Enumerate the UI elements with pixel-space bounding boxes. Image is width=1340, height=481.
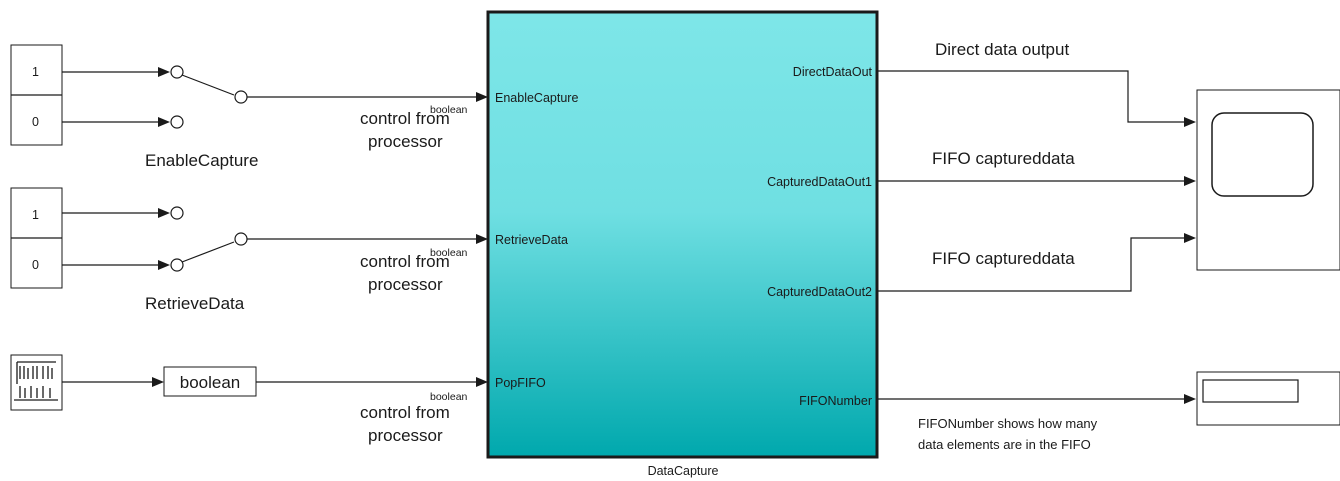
- arrow-icon: [476, 234, 488, 244]
- signal-label: control from: [360, 109, 450, 128]
- arrow-icon: [158, 117, 170, 127]
- signal-label: control from: [360, 252, 450, 271]
- input-signals: boolean control from processor boolean c…: [247, 92, 488, 445]
- output-port-label: FIFONumber: [799, 394, 872, 408]
- conversion-label: boolean: [180, 373, 241, 392]
- dtype-label: boolean: [430, 391, 468, 403]
- switch-lever-icon[interactable]: [181, 74, 235, 96]
- switch-contact-icon: [170, 115, 184, 129]
- switch-label[interactable]: RetrieveData: [145, 294, 245, 313]
- signal-annotation: data elements are in the FIFO: [918, 437, 1091, 452]
- switch-lever-icon[interactable]: [181, 241, 235, 263]
- arrow-icon: [1184, 117, 1196, 127]
- signal-builder-icon: [14, 361, 58, 401]
- pop-fifo-source: boolean: [10, 354, 257, 411]
- signal-label: processor: [368, 275, 443, 294]
- subsystem-name[interactable]: DataCapture: [648, 464, 719, 478]
- switch-contact-icon: [170, 258, 184, 272]
- output-port-label: CapturedDataOut2: [767, 285, 872, 299]
- output-port-label: DirectDataOut: [793, 65, 873, 79]
- constant-value-0: 0: [32, 258, 39, 272]
- output-signals: Direct data output FIFO captureddata FIF…: [877, 40, 1196, 452]
- signal-line[interactable]: [877, 237, 1184, 292]
- display-readout-icon: [1202, 379, 1299, 403]
- arrow-icon: [1184, 233, 1196, 243]
- datacapture-subsystem: EnableCapture RetrieveData PopFIFO Direc…: [486, 10, 879, 478]
- signal-label: Direct data output: [935, 40, 1069, 59]
- switch-group-enablecapture: 1 0 EnableCapture: [10, 44, 258, 170]
- input-port-label: RetrieveData: [495, 233, 568, 247]
- arrow-icon: [1184, 394, 1196, 404]
- signal-annotation: FIFONumber shows how many: [918, 416, 1098, 431]
- arrow-icon: [476, 377, 488, 387]
- dtype-label: boolean: [430, 104, 468, 116]
- arrow-icon: [158, 260, 170, 270]
- switch-label[interactable]: EnableCapture: [145, 151, 258, 170]
- arrow-icon: [152, 377, 164, 387]
- arrow-icon: [158, 208, 170, 218]
- input-port-label: EnableCapture: [495, 91, 578, 105]
- switch-pivot-icon: [234, 90, 248, 104]
- switch-contact-icon: [170, 65, 184, 79]
- input-port-label: PopFIFO: [495, 376, 546, 390]
- constant-value-1: 1: [32, 208, 39, 222]
- data-type-conversion-block[interactable]: [163, 366, 257, 397]
- constant-value-1: 1: [32, 65, 39, 79]
- scope-screen-icon: [1211, 112, 1314, 197]
- constant-value-0: 0: [32, 115, 39, 129]
- switch-group-retrievedata: 1 0 RetrieveData: [10, 187, 248, 313]
- signal-builder-block[interactable]: [10, 354, 63, 411]
- dtype-label: boolean: [430, 247, 468, 259]
- display-block-group: [1196, 371, 1340, 426]
- arrow-icon: [1184, 176, 1196, 186]
- arrow-icon: [476, 92, 488, 102]
- signal-label: control from: [360, 403, 450, 422]
- signal-label: processor: [368, 426, 443, 445]
- signal-label: FIFO captureddata: [932, 149, 1075, 168]
- arrow-icon: [158, 67, 170, 77]
- signal-label: processor: [368, 132, 443, 151]
- switch-pivot-icon: [234, 232, 248, 246]
- signal-line[interactable]: [877, 70, 1184, 123]
- scope-block-group: [1196, 89, 1340, 271]
- signal-label: FIFO captureddata: [932, 249, 1075, 268]
- output-port-label: CapturedDataOut1: [767, 175, 872, 189]
- switch-contact-icon: [170, 206, 184, 220]
- subsystem-block[interactable]: [486, 10, 879, 459]
